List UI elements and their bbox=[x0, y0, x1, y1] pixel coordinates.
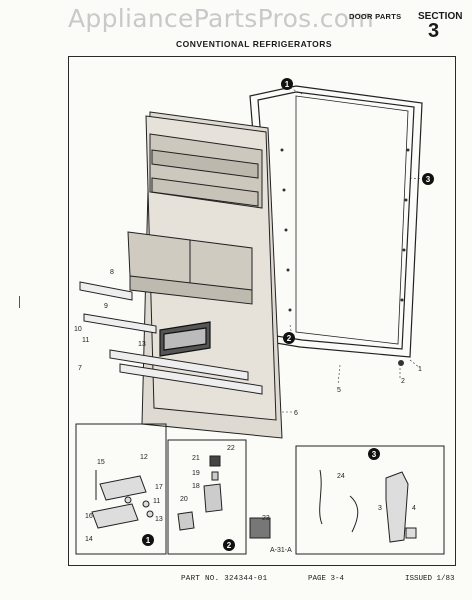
label-13-main: 13 bbox=[138, 341, 146, 348]
label-18: 18 bbox=[192, 483, 200, 490]
label-12: 12 bbox=[140, 454, 148, 461]
callout-circle-1: 1 bbox=[285, 80, 290, 89]
label-20: 20 bbox=[180, 496, 188, 503]
detail-box-catch bbox=[295, 445, 445, 555]
figure-code: A-31-A bbox=[270, 547, 292, 554]
label-10: 10 bbox=[74, 326, 82, 333]
label-5: 5 bbox=[337, 387, 341, 394]
diagram-frame bbox=[68, 56, 456, 566]
label-19: 19 bbox=[192, 470, 200, 477]
callout-circle-2: 2 bbox=[287, 334, 292, 343]
label-17: 17 bbox=[155, 484, 163, 491]
label-24: 24 bbox=[337, 473, 345, 480]
label-7: 7 bbox=[78, 365, 82, 372]
label-4: 4 bbox=[412, 505, 416, 512]
label-11-box: 11 bbox=[153, 498, 160, 505]
footer-part-number: PART NO. 324344-01 bbox=[181, 575, 268, 583]
label-14: 14 bbox=[85, 536, 93, 543]
header-door-parts: DOOR PARTS bbox=[349, 12, 402, 21]
detail-box-hinge bbox=[75, 423, 167, 555]
door-handle bbox=[159, 321, 211, 357]
footer-issued: ISSUED 1/83 bbox=[405, 575, 455, 583]
label-15: 15 bbox=[97, 459, 105, 466]
bracket-assembly bbox=[177, 455, 271, 539]
callout-circle-box-2: 2 bbox=[227, 541, 232, 550]
callout-circle-3: 3 bbox=[426, 175, 431, 184]
footer-page: PAGE 3-4 bbox=[308, 575, 345, 583]
shelf-bars bbox=[79, 281, 263, 395]
label-11: 11 bbox=[82, 337, 89, 344]
door-catch-parts bbox=[319, 469, 417, 543]
circled-callouts: 1 2 3 1 2 3 bbox=[142, 78, 434, 551]
label-22: 22 bbox=[227, 445, 235, 452]
label-23: 23 bbox=[262, 515, 270, 522]
header-section-number: 3 bbox=[428, 20, 440, 42]
margin-mark bbox=[19, 296, 20, 308]
label-1: 1 bbox=[418, 366, 422, 373]
label-2: 2 bbox=[401, 378, 405, 385]
label-3: 3 bbox=[378, 505, 382, 512]
label-9: 9 bbox=[104, 303, 108, 310]
gasket-screws bbox=[280, 148, 410, 366]
label-13-box: 13 bbox=[155, 516, 163, 523]
label-21: 21 bbox=[192, 455, 200, 462]
label-8: 8 bbox=[110, 269, 114, 276]
hinge-assembly bbox=[91, 470, 154, 529]
header-section-label: SECTION bbox=[418, 11, 463, 22]
label-6: 6 bbox=[294, 410, 298, 417]
header-subtitle: CONVENTIONAL REFRIGERATORS bbox=[176, 39, 333, 49]
label-16: 16 bbox=[85, 513, 93, 520]
callout-circle-box-1: 1 bbox=[146, 536, 151, 545]
watermark: AppliancePartsPros.com bbox=[68, 4, 375, 33]
callout-circle-box-3: 3 bbox=[372, 450, 377, 459]
part-number-labels: 2 1 5 6 7 8 9 10 11 13 12 15 17 11 13 16… bbox=[74, 269, 422, 554]
detail-box-bracket bbox=[167, 439, 247, 555]
